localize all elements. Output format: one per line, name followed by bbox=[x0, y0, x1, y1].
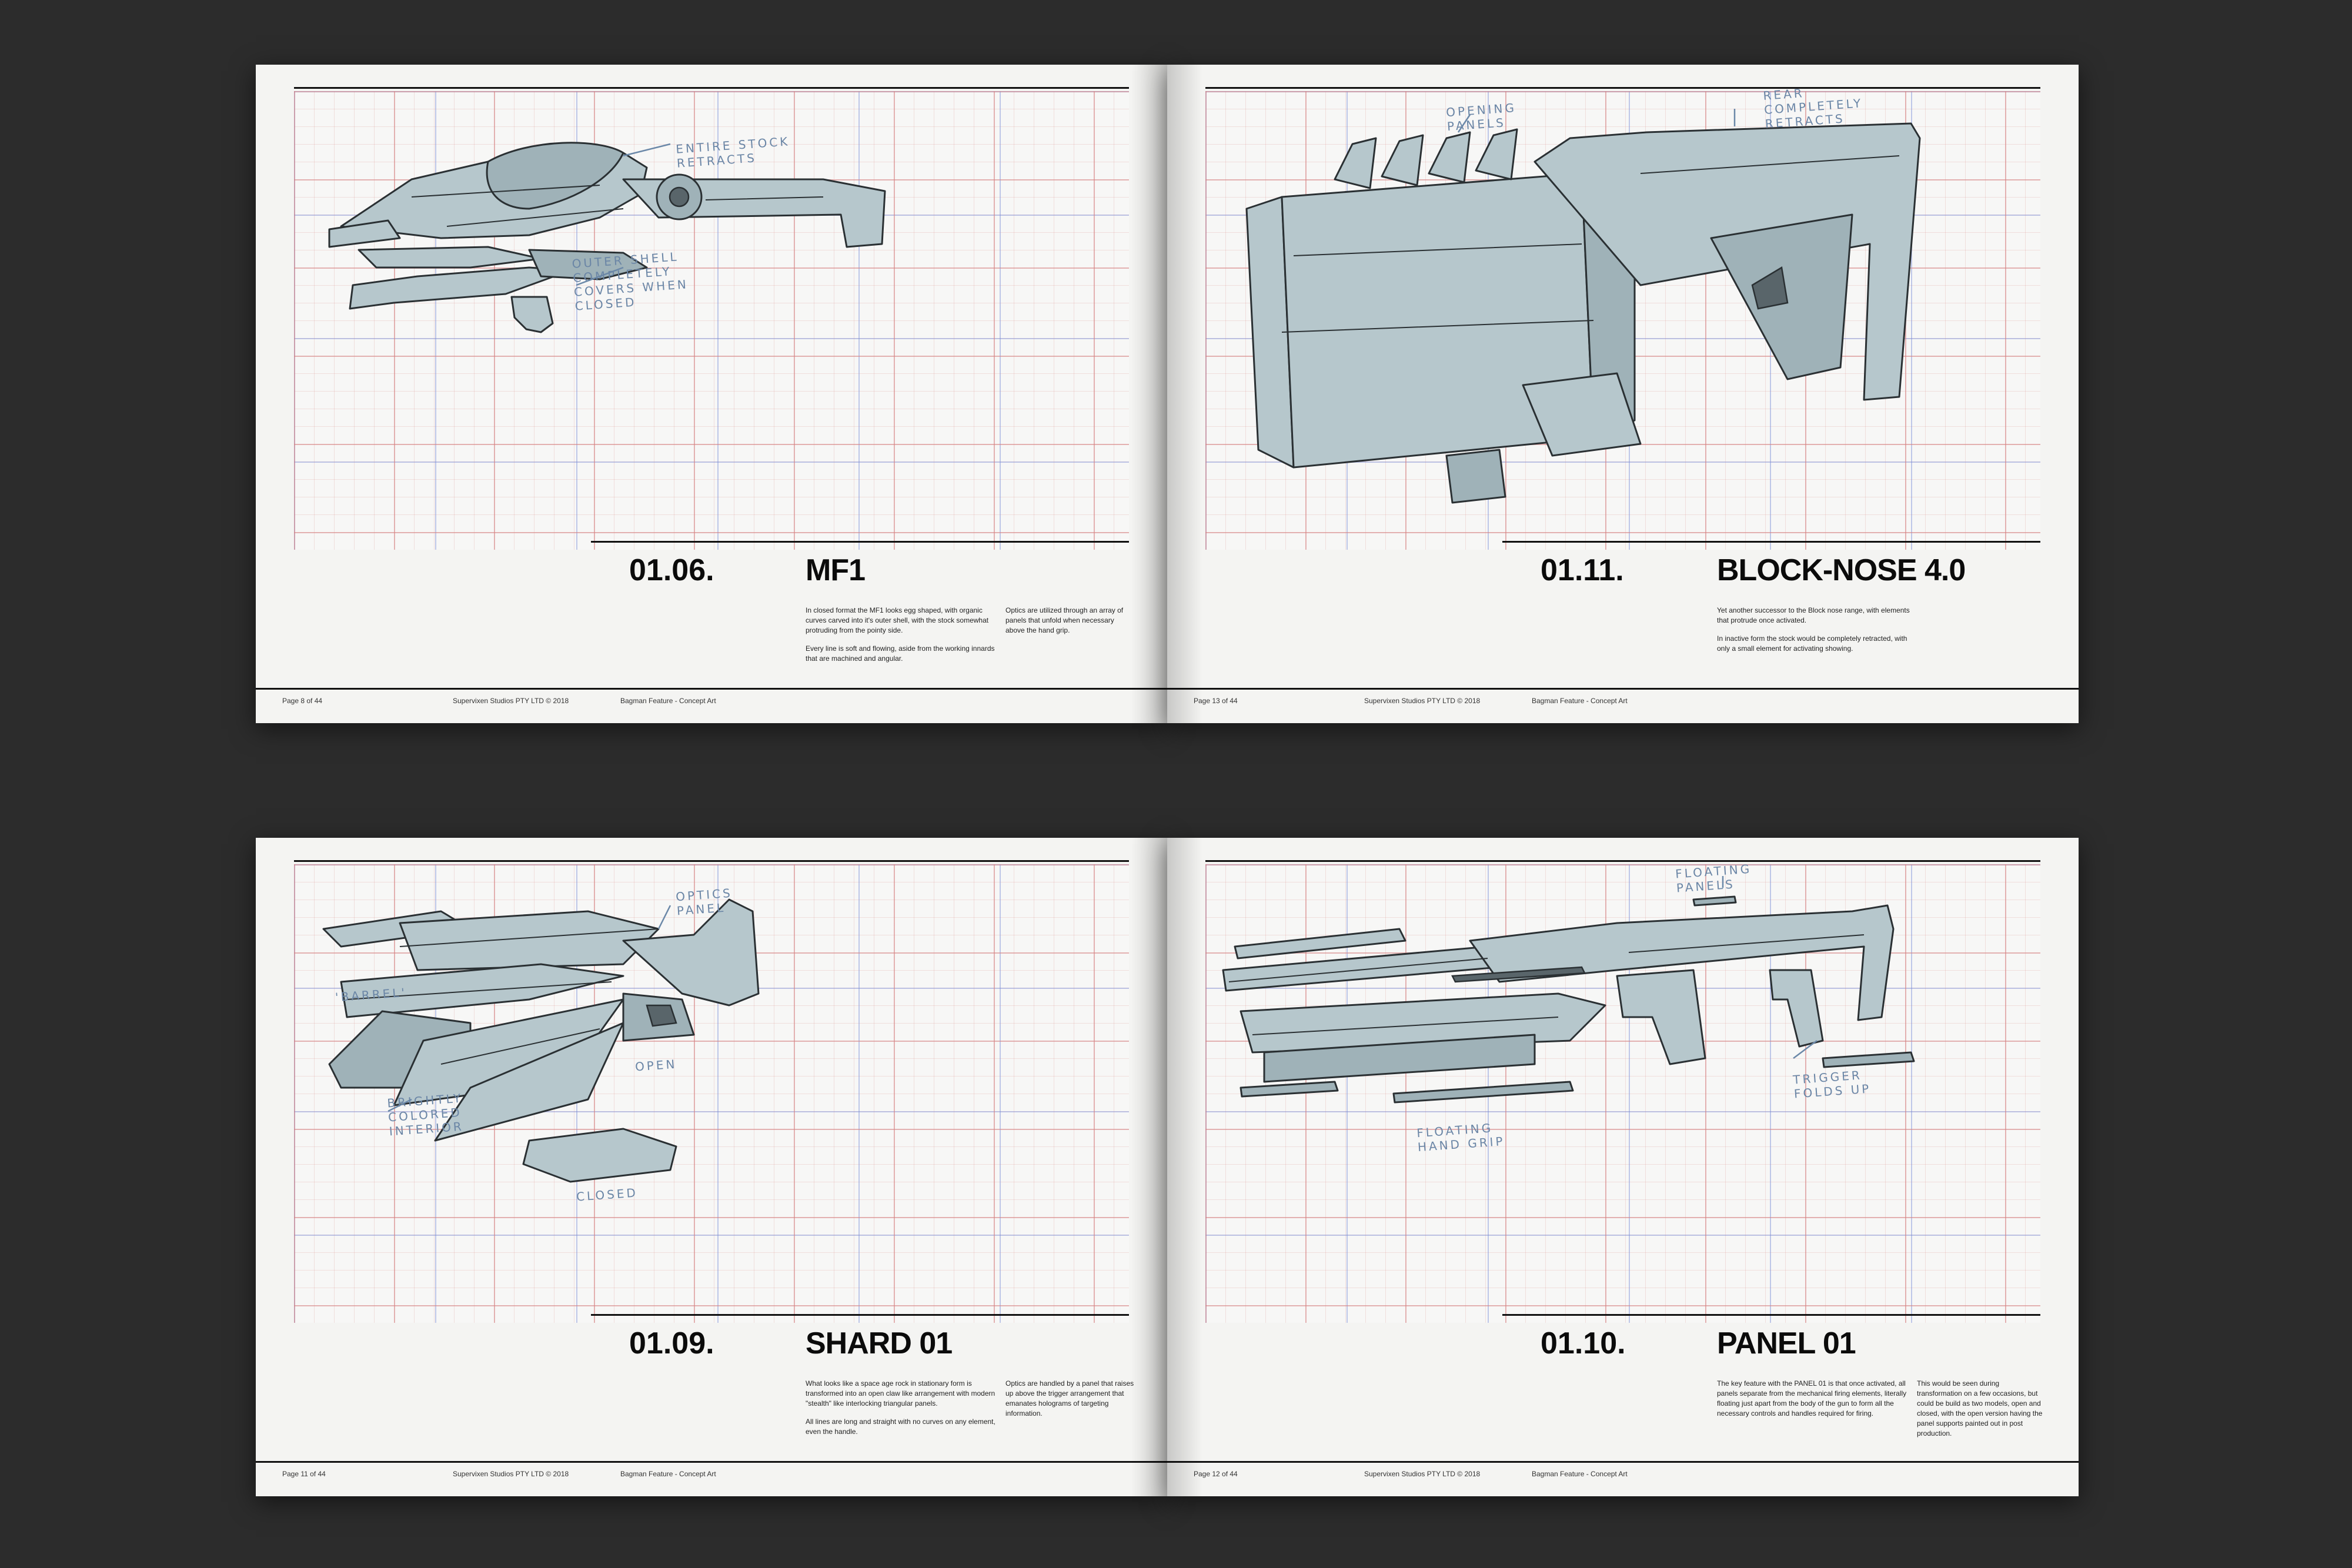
project-name: Bagman Feature - Concept Art bbox=[620, 697, 716, 705]
page-panel-01: FLOATING PANELS FLOATING HAND GRIP TRIGG… bbox=[1167, 838, 2079, 1496]
paragraph: The key feature with the PANEL 01 is tha… bbox=[1717, 1379, 1907, 1417]
note-brightly-colored: BRIGHTLY COLORED INTERIOR bbox=[386, 1091, 465, 1139]
description-col-2: Optics are utilized through an array of … bbox=[1005, 606, 1135, 644]
paragraph: In closed format the MF1 looks egg shape… bbox=[806, 606, 989, 634]
shard-sketch bbox=[322, 898, 760, 1183]
paragraph: Every line is soft and flowing, aside fr… bbox=[806, 644, 995, 663]
description-col-2: This would be seen during transformation… bbox=[1917, 1379, 2046, 1447]
note-trigger-folds-up: TRIGGER FOLDS UP bbox=[1792, 1068, 1872, 1101]
section-divider bbox=[591, 1314, 1129, 1316]
section-code: 01.11. bbox=[1541, 553, 1624, 587]
mf1-sketch bbox=[328, 142, 886, 333]
perspective-grid: ENTIRE STOCK RETRACTS OUTER SHELL COMPLE… bbox=[294, 91, 1129, 550]
footer-rule bbox=[1167, 1461, 2079, 1463]
perspective-grid: FLOATING PANELS FLOATING HAND GRIP TRIGG… bbox=[1205, 861, 2040, 1323]
description-col-1: The key feature with the PANEL 01 is tha… bbox=[1717, 1379, 1911, 1427]
section-code: 01.10. bbox=[1541, 1326, 1626, 1360]
description-col-1: What looks like a space age rock in stat… bbox=[806, 1379, 1000, 1445]
top-rule bbox=[294, 860, 1129, 862]
project-name: Bagman Feature - Concept Art bbox=[1532, 697, 1628, 705]
section-divider bbox=[1502, 1314, 2040, 1316]
footer-rule bbox=[256, 1461, 1167, 1463]
perspective-grid: OPENING PANELS REAR COMPLETELY RETRACTS bbox=[1205, 86, 2040, 550]
section-title: BLOCK-NOSE 4.0 bbox=[1717, 553, 1966, 587]
paragraph: This would be seen during transformation… bbox=[1917, 1379, 2043, 1437]
description-col-1: Yet another successor to the Block nose … bbox=[1717, 606, 1911, 662]
studio-credit: Supervixen Studios PTY LTD © 2018 bbox=[453, 697, 569, 705]
studio-credit: Supervixen Studios PTY LTD © 2018 bbox=[1364, 1470, 1481, 1478]
section-title: SHARD 01 bbox=[806, 1326, 953, 1360]
spine-shadow bbox=[1132, 65, 1167, 723]
spine-shadow bbox=[1132, 838, 1167, 1496]
paragraph: All lines are long and straight with no … bbox=[806, 1417, 995, 1436]
note-rear-retracts: REAR COMPLETELY RETRACTS bbox=[1762, 86, 1863, 131]
note-optics-panel: OPTICS PANEL bbox=[675, 885, 733, 918]
paragraph: Optics are utilized through an array of … bbox=[1005, 606, 1124, 634]
panel-sketch bbox=[1222, 876, 1915, 1104]
description-col-1: In closed format the MF1 looks egg shape… bbox=[806, 606, 1000, 672]
project-name: Bagman Feature - Concept Art bbox=[1532, 1470, 1628, 1478]
note-open: OPEN bbox=[634, 1057, 678, 1074]
top-rule bbox=[1205, 87, 2040, 89]
studio-credit: Supervixen Studios PTY LTD © 2018 bbox=[453, 1470, 569, 1478]
note-opening-panels: OPENING PANELS bbox=[1445, 100, 1517, 134]
paragraph: Yet another successor to the Block nose … bbox=[1717, 606, 1910, 624]
page-number: Page 12 of 44 bbox=[1194, 1470, 1238, 1478]
spread-bottom: OPTICS PANEL 'BARREL' OPEN BRIGHTLY COLO… bbox=[256, 838, 2343, 1502]
spine-shadow bbox=[1167, 65, 1202, 723]
block-nose-sketch bbox=[1245, 109, 1921, 504]
spine-shadow bbox=[1167, 838, 1202, 1496]
page-number: Page 13 of 44 bbox=[1194, 697, 1238, 705]
footer-rule bbox=[1167, 688, 2079, 690]
top-rule bbox=[294, 87, 1129, 89]
section-title: PANEL 01 bbox=[1717, 1326, 1856, 1360]
section-title: MF1 bbox=[806, 553, 866, 587]
page-shard-01: OPTICS PANEL 'BARREL' OPEN BRIGHTLY COLO… bbox=[256, 838, 1167, 1496]
top-rule bbox=[1205, 860, 2040, 862]
paragraph: Optics are handled by a panel that raise… bbox=[1005, 1379, 1134, 1417]
section-code: 01.09. bbox=[629, 1326, 714, 1360]
page-block-nose: OPENING PANELS REAR COMPLETELY RETRACTS … bbox=[1167, 65, 2079, 723]
paragraph: What looks like a space age rock in stat… bbox=[806, 1379, 995, 1407]
page-mf1: ENTIRE STOCK RETRACTS OUTER SHELL COMPLE… bbox=[256, 65, 1167, 723]
footer-rule bbox=[256, 688, 1167, 690]
paragraph: In inactive form the stock would be comp… bbox=[1717, 634, 1907, 653]
description-col-2: Optics are handled by a panel that raise… bbox=[1005, 1379, 1135, 1427]
spread-top: ENTIRE STOCK RETRACTS OUTER SHELL COMPLE… bbox=[256, 65, 2343, 729]
note-outer-shell: OUTER SHELL COMPLETELY COVERS WHEN CLOSE… bbox=[571, 249, 689, 313]
page-number: Page 8 of 44 bbox=[282, 697, 323, 705]
perspective-grid: OPTICS PANEL 'BARREL' OPEN BRIGHTLY COLO… bbox=[294, 864, 1129, 1323]
page-number: Page 11 of 44 bbox=[282, 1470, 326, 1478]
section-code: 01.06. bbox=[629, 553, 714, 587]
section-divider bbox=[1502, 541, 2040, 543]
section-divider bbox=[591, 541, 1129, 543]
note-floating-panels: FLOATING PANELS bbox=[1675, 861, 1752, 895]
studio-credit: Supervixen Studios PTY LTD © 2018 bbox=[1364, 697, 1481, 705]
project-name: Bagman Feature - Concept Art bbox=[620, 1470, 716, 1478]
